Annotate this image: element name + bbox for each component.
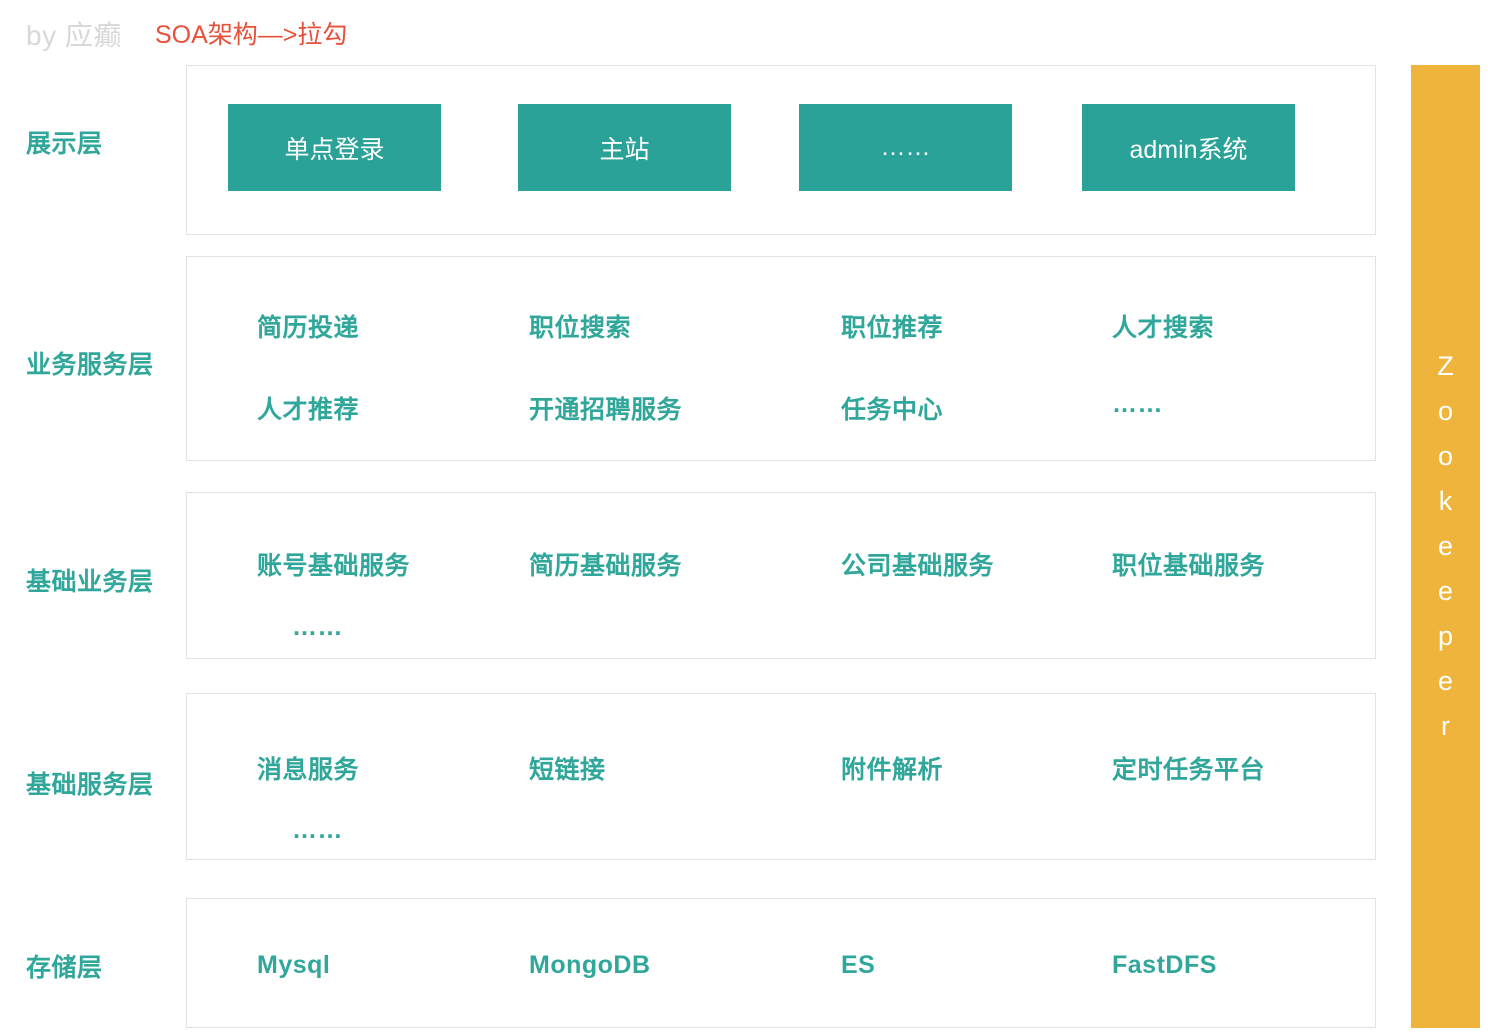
zookeeper-letter: Z [1437, 351, 1454, 381]
service-item[interactable]: 职位搜索 [529, 314, 632, 342]
service-item[interactable]: 短链接 [529, 756, 606, 784]
layer-label-presentation: 展示层 [26, 130, 103, 158]
zookeeper-letter: r [1441, 711, 1450, 741]
service-item[interactable]: 开通招聘服务 [529, 396, 683, 424]
zookeeper-letter: e [1437, 531, 1454, 561]
zookeeper-letter: e [1437, 666, 1454, 696]
layer-label-business-service: 业务服务层 [26, 351, 154, 379]
service-item[interactable]: 公司基础服务 [841, 552, 995, 580]
presentation-box-admin[interactable]: admin系统 [1082, 104, 1295, 191]
service-item[interactable]: 简历投递 [257, 314, 360, 342]
page-header: by 应癫 SOA架构—>拉勾 [0, 0, 1488, 62]
layer-box-basic-business: 账号基础服务 简历基础服务 公司基础服务 职位基础服务 …… [186, 492, 1376, 659]
service-item[interactable]: 定时任务平台 [1112, 756, 1266, 784]
service-item[interactable]: 任务中心 [841, 396, 944, 424]
presentation-box-main-site[interactable]: 主站 [518, 104, 731, 191]
layer-box-business-service: 简历投递 职位搜索 职位推荐 人才搜索 人才推荐 开通招聘服务 任务中心 …… [186, 256, 1376, 461]
storage-item[interactable]: FastDFS [1112, 951, 1217, 979]
layer-box-presentation: 单点登录 主站 …… admin系统 [186, 65, 1376, 317]
service-item[interactable]: 账号基础服务 [257, 552, 411, 580]
layer-box-basic-service: 消息服务 短链接 附件解析 定时任务平台 …… [186, 693, 1376, 860]
layer-label-basic-business: 基础业务层 [26, 568, 154, 596]
storage-item[interactable]: Mysql [257, 951, 331, 979]
storage-item[interactable]: MongoDB [529, 951, 651, 979]
zookeeper-letter: k [1438, 486, 1453, 516]
presentation-box-sso[interactable]: 单点登录 [228, 104, 441, 191]
service-item[interactable]: 消息服务 [257, 756, 360, 784]
service-item[interactable]: 附件解析 [841, 756, 944, 784]
service-item-ellipsis: …… [1112, 390, 1163, 418]
service-item[interactable]: 职位推荐 [841, 314, 944, 342]
byline-author: by 应癫 [26, 20, 122, 51]
page-title: SOA架构—>拉勾 [155, 21, 348, 49]
zookeeper-letter: p [1437, 621, 1454, 651]
service-item[interactable]: 职位基础服务 [1112, 552, 1266, 580]
storage-item[interactable]: ES [841, 951, 876, 979]
presentation-box-ellipsis[interactable]: …… [799, 104, 1012, 191]
zookeeper-bar: Z o o k e e p e r [1411, 65, 1480, 1028]
zookeeper-letter: o [1437, 441, 1454, 471]
layer-box-storage: Mysql MongoDB ES FastDFS [186, 898, 1376, 1028]
service-item-ellipsis: …… [292, 613, 343, 641]
zookeeper-letter: o [1437, 396, 1454, 426]
service-item[interactable]: 简历基础服务 [529, 552, 683, 580]
layer-label-basic-service: 基础服务层 [26, 771, 154, 799]
layer-label-storage: 存储层 [26, 954, 103, 982]
zookeeper-letter: e [1437, 576, 1454, 606]
service-item[interactable]: 人才推荐 [257, 396, 360, 424]
service-item-ellipsis: …… [292, 816, 343, 844]
service-item[interactable]: 人才搜索 [1112, 314, 1215, 342]
